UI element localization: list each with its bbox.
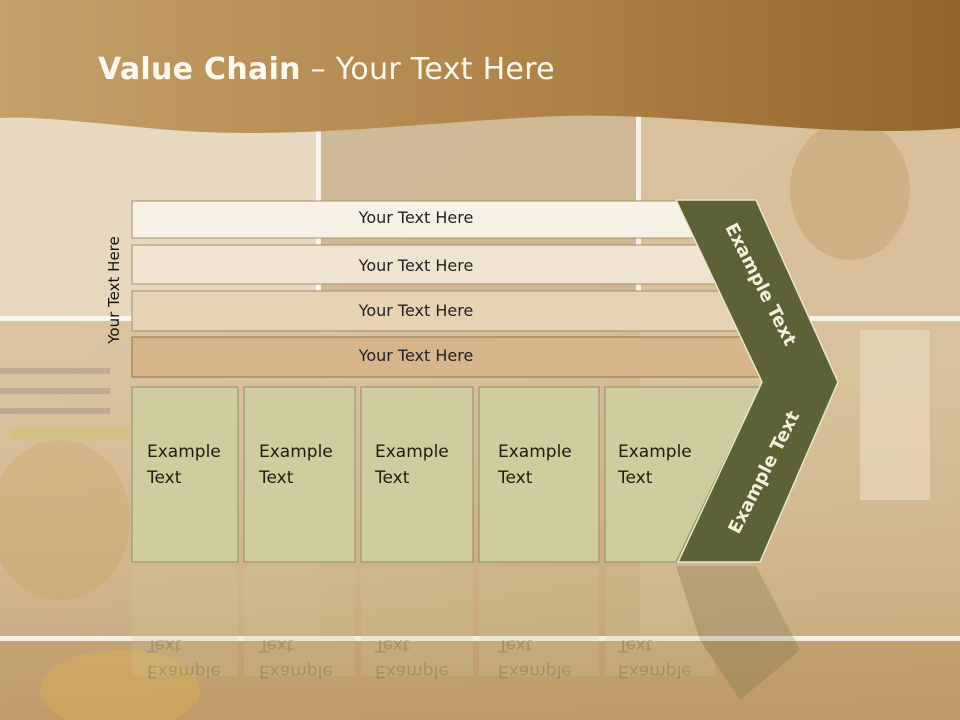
column-5[interactable]	[604, 386, 761, 563]
bar-3-label: Your Text Here	[358, 301, 474, 320]
chevron-arrow[interactable]	[674, 199, 839, 563]
bar-1-label: Your Text Here	[358, 208, 474, 227]
column-2[interactable]	[243, 386, 356, 563]
column-4[interactable]	[478, 386, 600, 563]
page-title: Value Chain – Your Text Here	[98, 52, 555, 87]
bar-4-label: Your Text Here	[358, 346, 474, 365]
vertical-side-label: Your Text Here	[105, 236, 123, 344]
column-3[interactable]	[360, 386, 474, 563]
column-1[interactable]	[131, 386, 239, 563]
bar-2-label: Your Text Here	[358, 256, 474, 275]
